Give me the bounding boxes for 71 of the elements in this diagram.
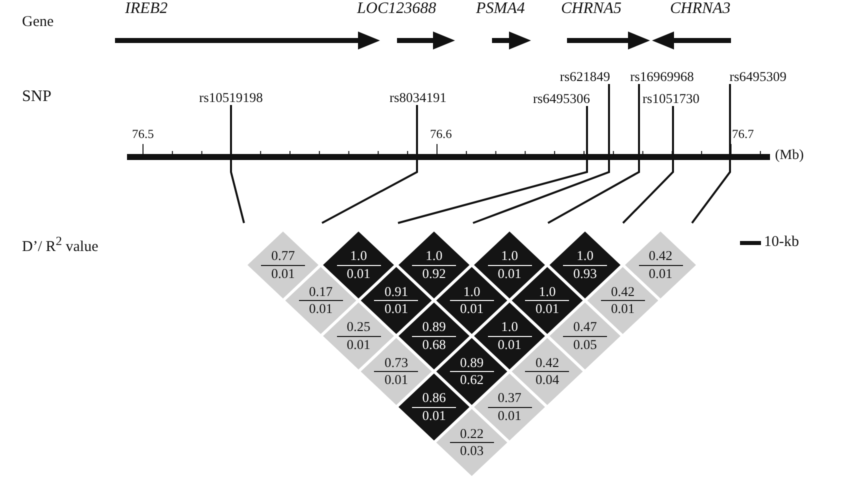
d-prime-value: 0.42 (600, 284, 645, 301)
snp-id: rs16969968 (623, 69, 701, 85)
gene-name: PSMA4 (476, 0, 525, 18)
d-prime-value: 1.0 (563, 249, 607, 266)
gene-name: IREB2 (125, 0, 168, 18)
gene-name: CHRNA3 (670, 0, 730, 18)
r-squared-value: 0.93 (573, 266, 597, 281)
d-prime-value: 0.22 (450, 426, 494, 443)
r-squared-value: 0.92 (422, 266, 446, 281)
d-prime-value: 0.89 (450, 356, 494, 372)
snp-connector-line (472, 84, 610, 224)
r-squared-value: 0.04 (535, 372, 560, 388)
row-heading: Gene (22, 14, 54, 32)
snp-connector-line (322, 105, 418, 224)
d-prime-value: 1.0 (412, 249, 456, 266)
r-squared-value: 0.01 (535, 301, 560, 316)
d-prime-value: 0.77 (261, 249, 305, 266)
d-prime-value: 1.0 (336, 249, 380, 266)
snp-id: rs8034191 (382, 90, 454, 106)
d-prime-value: 1.0 (450, 284, 494, 301)
snp-id: rs10519198 (190, 90, 272, 106)
r-squared-value: 0.01 (384, 301, 408, 316)
r-squared-value: 0.01 (384, 372, 408, 388)
r-squared-value: 0.01 (648, 266, 672, 281)
axis-unit: (Mb) (775, 148, 804, 164)
gene-feature (357, 0, 455, 50)
scale-label: 10-kb (764, 234, 799, 252)
d-prime-value: 1.0 (488, 249, 532, 266)
r-squared-value: 0.01 (346, 266, 370, 281)
r-squared-value: 0.01 (498, 408, 522, 423)
d-prime-value: 0.42 (525, 356, 570, 372)
d-prime-value: 0.91 (374, 284, 418, 301)
snp-id: rs1051730 (634, 91, 708, 107)
gene-feature (561, 0, 650, 50)
d-prime-value: 0.86 (412, 391, 456, 408)
d-prime-value: 0.37 (488, 391, 532, 408)
r-squared-value: 0.01 (498, 266, 522, 281)
d-prime-value: 0.89 (412, 320, 456, 336)
snp-connector-line (230, 105, 245, 224)
d-prime-value: 0.47 (563, 320, 607, 336)
r-squared-value: 0.01 (271, 266, 295, 281)
d-prime-value: 1.0 (488, 320, 532, 336)
r-squared-value: 0.68 (422, 336, 446, 352)
gene-name: LOC123688 (357, 0, 436, 18)
tick-label: 76.6 (430, 127, 452, 142)
snp-id: rs6495309 (720, 69, 796, 85)
snp-connector-line (398, 106, 588, 224)
r-squared-value: 0.01 (498, 336, 522, 352)
d-prime-value: 0.17 (298, 284, 343, 301)
r-squared-value: 0.01 (422, 408, 446, 423)
row-heading: SNP (22, 88, 52, 106)
d-prime-value: 0.73 (374, 356, 418, 372)
row-heading: D’/ R$^{2}$ value (22, 234, 98, 256)
r-squared-value: 0.03 (460, 443, 484, 458)
d-prime-value: 0.25 (336, 320, 380, 336)
snp-connector-line (691, 84, 731, 224)
d-prime-value: 1.0 (525, 284, 570, 301)
r-squared-value: 0.01 (346, 336, 370, 352)
r-squared-value: 0.62 (460, 372, 484, 388)
r-squared-value: 0.01 (460, 301, 484, 316)
r-squared-value: 0.05 (573, 336, 597, 352)
tick-label: 76.5 (132, 127, 154, 142)
snp-connector-line (548, 84, 640, 224)
snp-id: rs6495306 (518, 91, 590, 107)
tick-label: 76.7 (732, 127, 754, 142)
gene-name: CHRNA5 (561, 0, 622, 18)
r-squared-value: 0.01 (308, 301, 333, 316)
snp-connector-line (622, 106, 674, 224)
r-squared-value: 0.01 (610, 301, 635, 316)
d-prime-value: 0.42 (638, 249, 682, 266)
snp-id: rs621849 (552, 69, 618, 85)
